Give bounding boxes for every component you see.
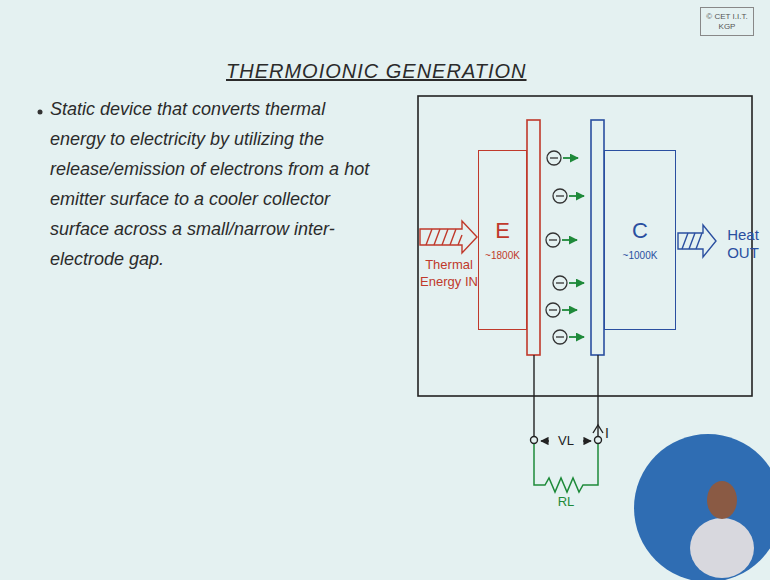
- video-circle: [634, 434, 770, 580]
- current-arrowhead: [593, 425, 603, 433]
- emitter-box: E ~1800K: [478, 150, 527, 330]
- temperature-label: ~1000K: [623, 250, 658, 262]
- terminal: [531, 437, 538, 444]
- heat-in-label: Thermal Energy IN: [420, 256, 478, 290]
- presenter-inset: [634, 434, 770, 580]
- arrow-outline: [420, 221, 477, 253]
- minus-sign: [556, 282, 564, 283]
- temperature-label: ~1800K: [485, 250, 520, 262]
- arrow-hatch: [682, 233, 702, 249]
- resistor-symbol: [534, 444, 598, 492]
- minus-sign: [556, 336, 564, 337]
- minus-sign: [549, 239, 557, 240]
- electron-group: [546, 151, 567, 344]
- motion-arrow: [562, 309, 577, 311]
- heat-out-label: Heat OUT: [719, 226, 767, 262]
- current-label: I: [605, 425, 619, 441]
- arrow-outline: [678, 225, 716, 257]
- electron-symbol: [546, 233, 560, 247]
- collector-plate: [591, 120, 604, 355]
- resistor-label: RL: [551, 494, 581, 510]
- presenter-head: [707, 481, 737, 519]
- collector-box: C ~1000K: [604, 150, 676, 330]
- motion-arrow: [569, 336, 584, 338]
- presenter-shape: [690, 518, 754, 578]
- node-letter: C: [632, 218, 648, 244]
- watermark-box: © CET I.I.T. KGP: [700, 7, 754, 36]
- electron-symbol: [553, 330, 567, 344]
- voltage-arrow: [541, 440, 549, 441]
- emitter-plate: [527, 120, 540, 355]
- node-letter: E: [495, 218, 510, 244]
- electron-symbol: [553, 189, 567, 203]
- motion-arrow: [569, 195, 584, 197]
- electron-symbol: [547, 151, 561, 165]
- motion-arrow: [569, 282, 584, 284]
- title: THERMOIONIC GENERATION: [226, 60, 527, 83]
- motion-arrow: [563, 157, 578, 159]
- electron-arrows: [562, 158, 584, 337]
- description-text: Static device that converts thermal ener…: [50, 94, 380, 274]
- minus-sign: [556, 195, 564, 196]
- node-letter: © CET I.I.T. KGP: [701, 12, 753, 30]
- load-circuit: [534, 444, 598, 492]
- minus-sign: [550, 157, 558, 158]
- arrow-hatch: [426, 229, 462, 245]
- wire: [533, 355, 534, 436]
- bullet-dot: [38, 110, 43, 115]
- circuit: [531, 355, 604, 444]
- electron-symbol: [546, 303, 560, 317]
- heat-in-arrow: [420, 221, 477, 253]
- motion-arrow: [562, 239, 577, 241]
- minus-sign: [549, 309, 557, 310]
- voltage-label: VL: [551, 433, 581, 449]
- housing-box: [418, 96, 752, 396]
- terminal: [595, 437, 602, 444]
- voltage-arrow: [583, 440, 591, 441]
- electron-symbol: [553, 276, 567, 290]
- heat-out-arrow: [678, 225, 716, 257]
